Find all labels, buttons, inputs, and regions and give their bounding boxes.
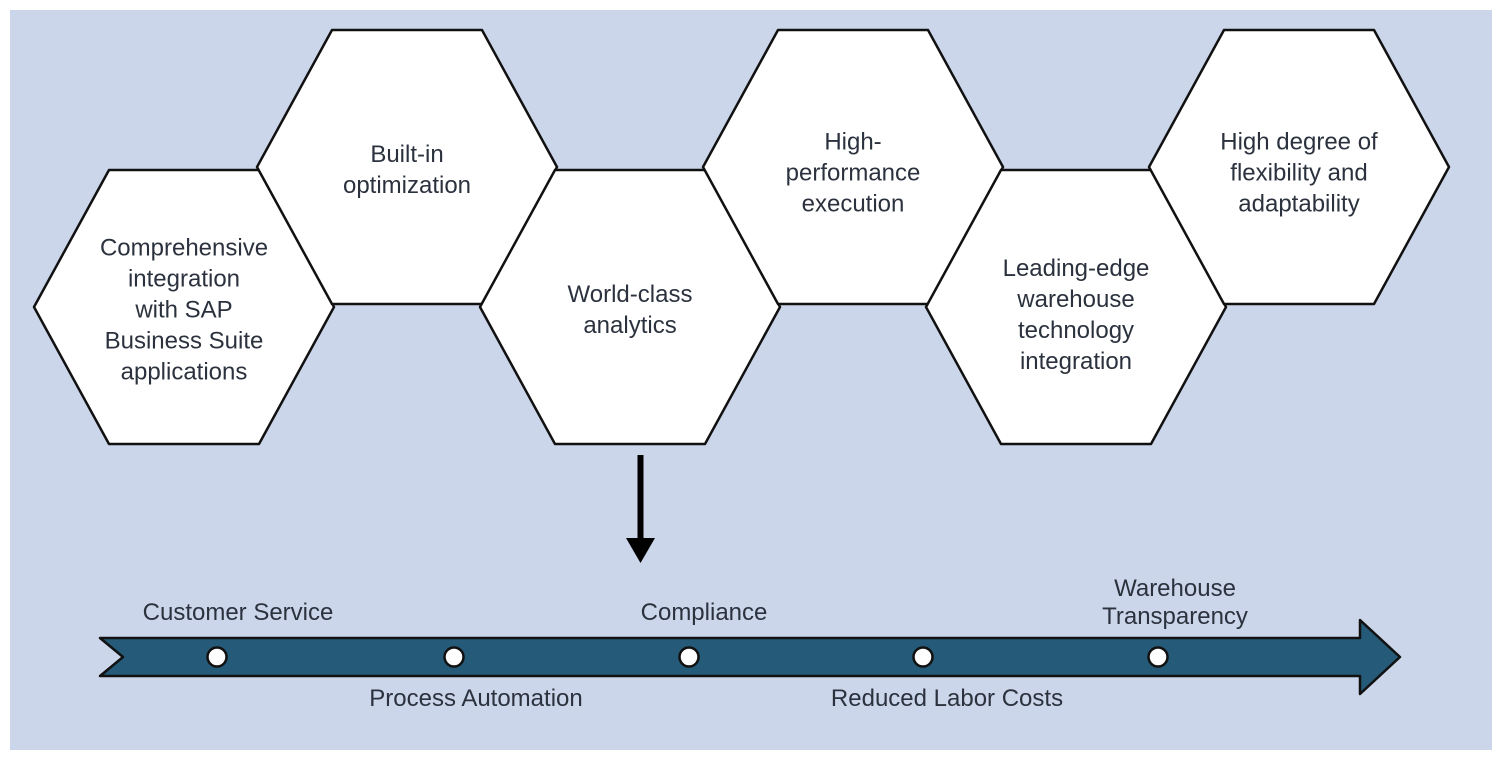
timeline-arrow — [98, 618, 1402, 696]
timeline-dot-customer-service — [206, 646, 228, 668]
hexagon-shape-comprehensive-integration — [32, 168, 336, 446]
timeline-dot-compliance — [678, 646, 700, 668]
hexagon-label-comprehensive-integration: Comprehensive integration with SAP Busin… — [99, 234, 269, 386]
timeline-label-process-automation: Process Automation — [369, 685, 583, 712]
timeline-label-compliance: Compliance — [640, 599, 768, 626]
hexagon-shape-flexibility-adaptability — [1147, 28, 1451, 306]
hexagon-shape-high-performance-execution — [701, 28, 1005, 306]
timeline-dot-reduced-labor-costs — [912, 646, 934, 668]
timeline-dot-warehouse-transparency — [1147, 646, 1169, 668]
hexagon-label-high-performance-execution: High- performance execution — [785, 128, 921, 218]
hexagon-shape-world-class-analytics — [478, 168, 782, 446]
hexagon-label-built-in-optimization: Built-in optimization — [342, 141, 472, 199]
hexagon-label-leading-edge-warehouse: Leading-edge warehouse technology integr… — [1002, 255, 1150, 375]
hexagon-label-flexibility-adaptability: High degree of flexibility and adaptabil… — [1220, 128, 1378, 218]
down-arrow-shaft — [637, 455, 644, 540]
timeline-dot-process-automation — [443, 646, 465, 668]
hexagon-shape-built-in-optimization — [255, 28, 559, 306]
timeline-label-reduced-labor-costs: Reduced Labor Costs — [830, 685, 1064, 712]
down-arrow-icon — [626, 455, 655, 563]
timeline-label-warehouse-transparency: Warehouse Transparency — [1102, 575, 1248, 630]
timeline-label-customer-service: Customer Service — [142, 599, 334, 626]
down-arrow-head — [626, 538, 655, 563]
hexagon-shape-leading-edge-warehouse — [924, 168, 1228, 446]
hexagon-label-world-class-analytics: World-class analytics — [567, 281, 693, 339]
